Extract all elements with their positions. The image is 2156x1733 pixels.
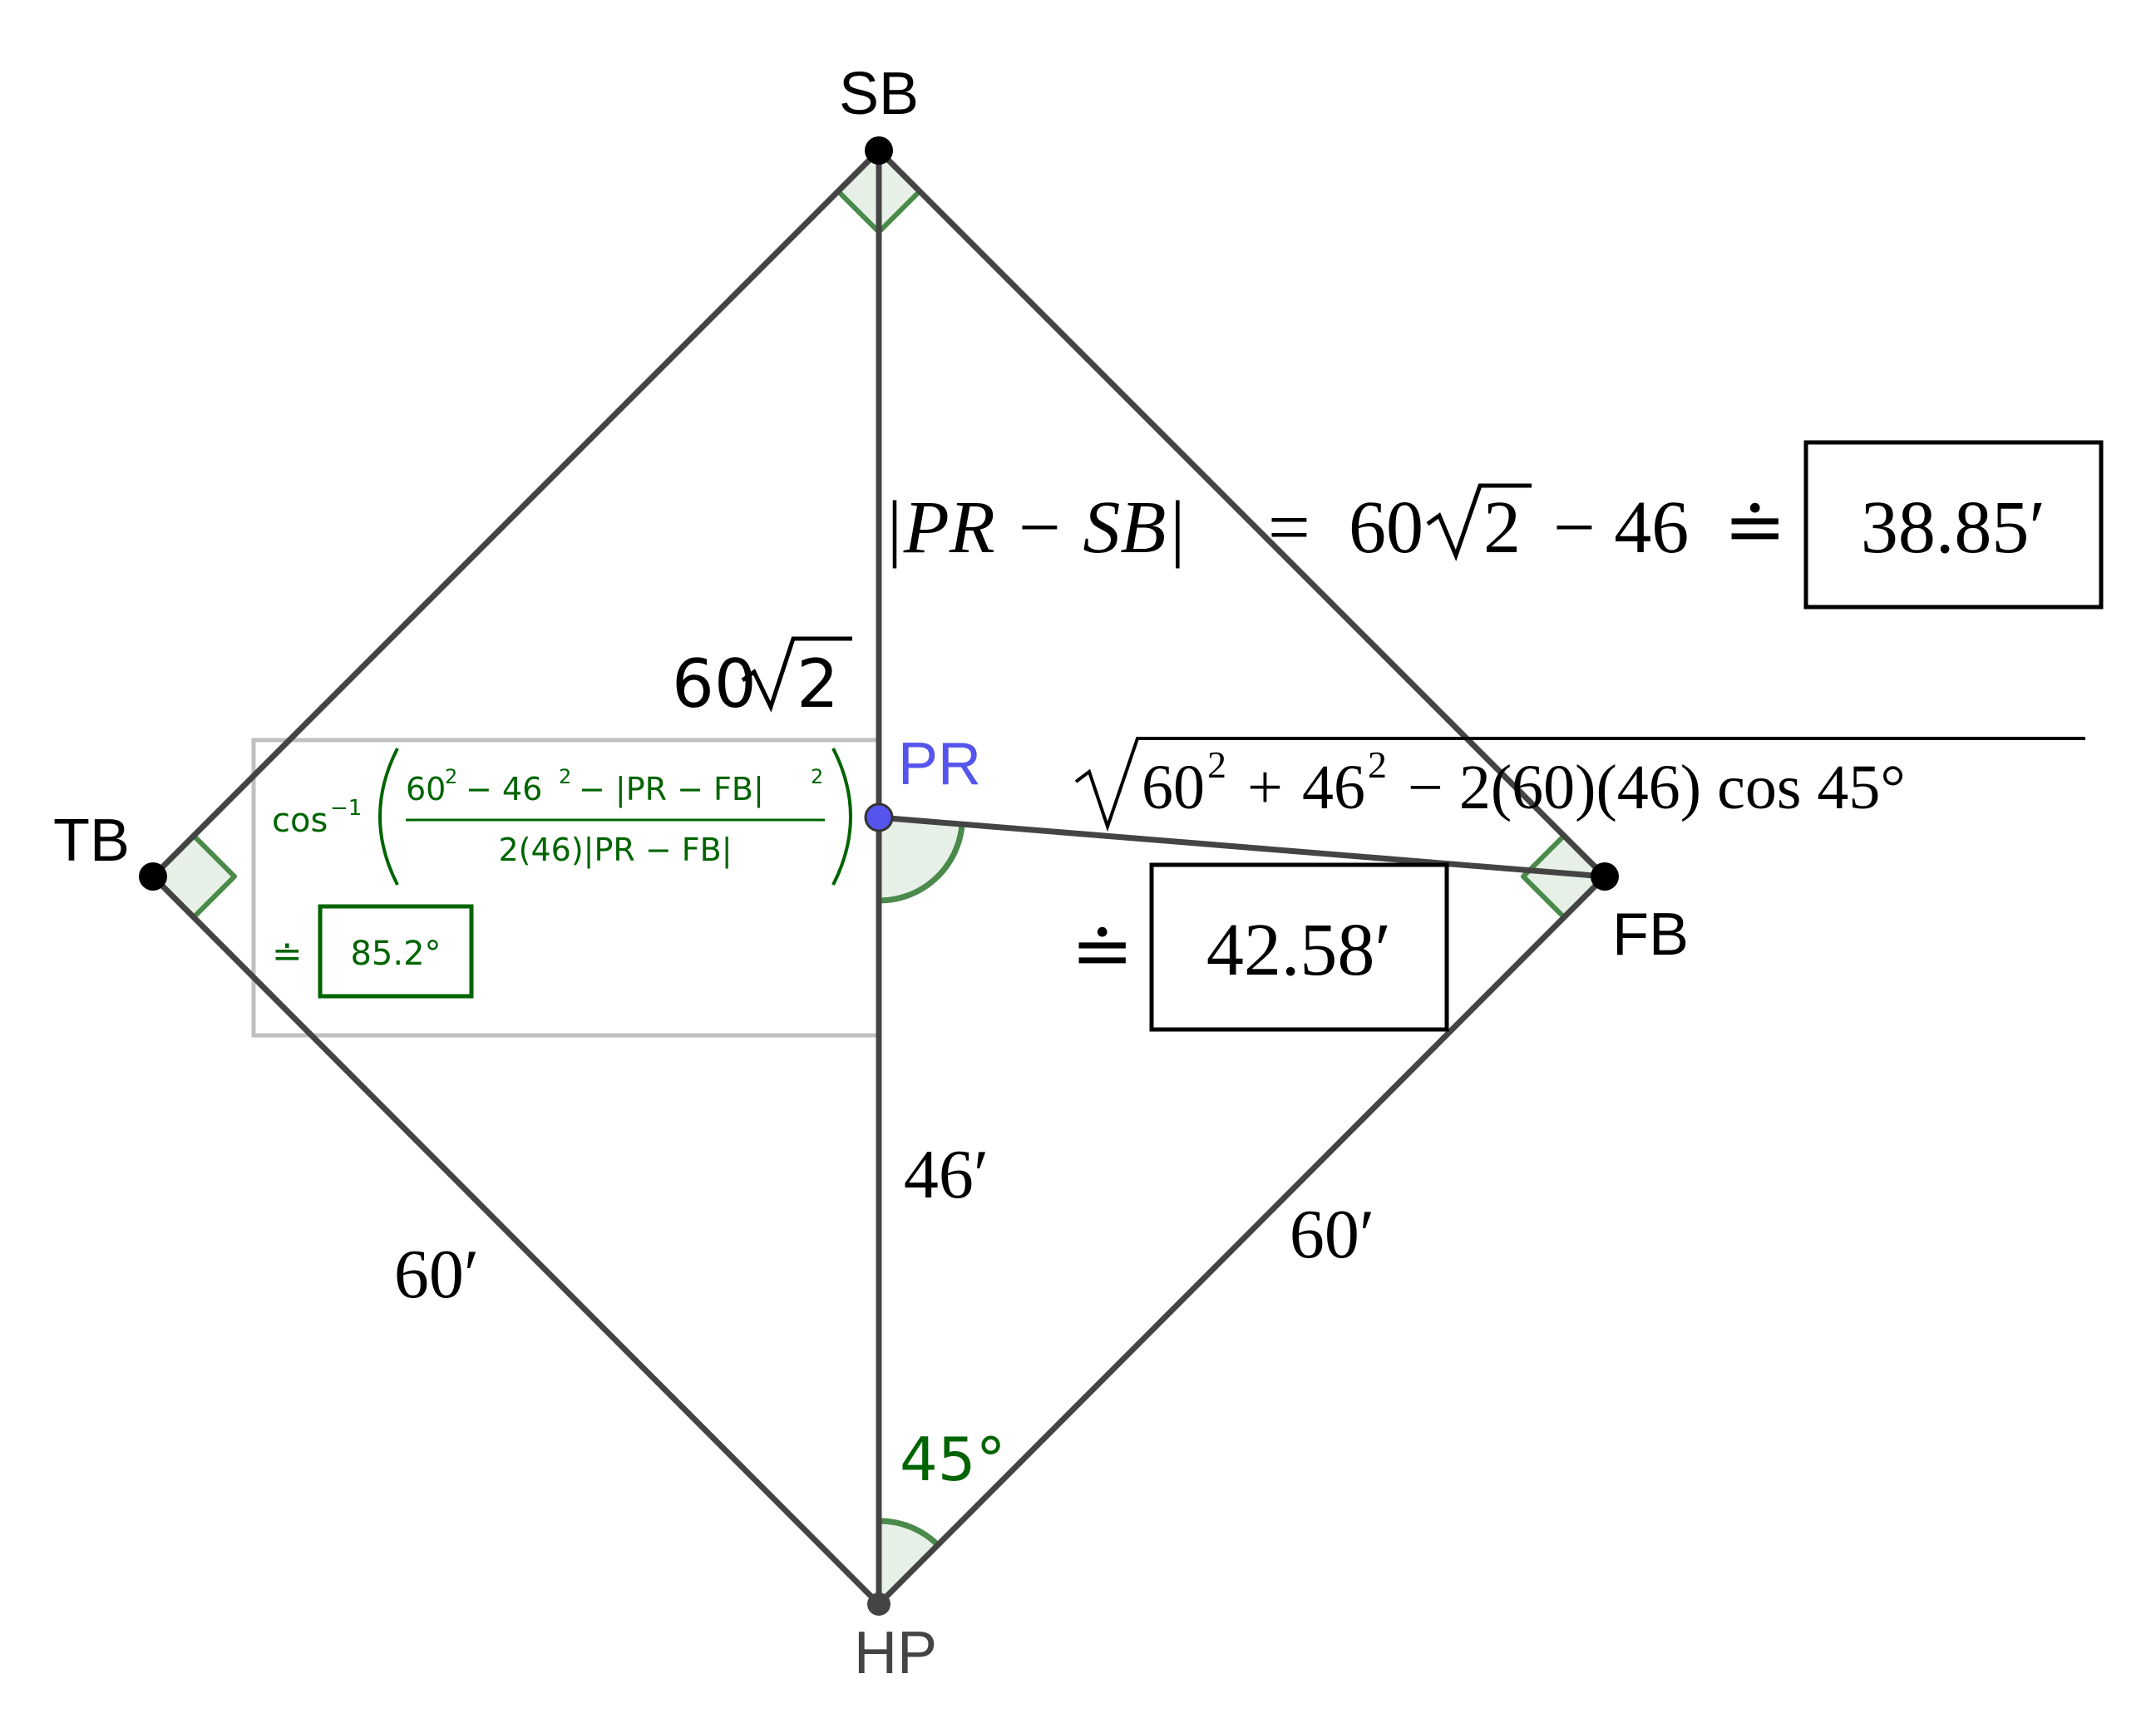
paren-right — [831, 748, 852, 886]
angle-calc-func-exp: −1 — [330, 796, 362, 821]
formula-pr-sb-coef: 60 — [1349, 486, 1423, 569]
angle-calc-num-a: 60 — [406, 771, 446, 807]
formula-pr-fb-b: 46 — [1302, 753, 1365, 822]
angle-arc-pr — [879, 817, 962, 901]
label-side-lower-right: 60′ — [1290, 1196, 1374, 1273]
formula-pr-sb-lhs: |PR − SB| — [883, 486, 1187, 569]
result-pr-sb: 38.85′ — [1861, 486, 2045, 569]
side-sb-tb — [150, 147, 882, 880]
radical-sign-long — [1074, 737, 2085, 832]
radical-sign — [741, 636, 852, 713]
side-sb-fb — [876, 147, 1608, 880]
point-sb[interactable] — [865, 136, 893, 165]
result-box-pr-sb — [1803, 440, 2104, 610]
label-hp: HP — [854, 1620, 937, 1686]
formula-pr-sb: |PR − SB| = 60 2 − 46 ≐ 38.85′ — [883, 440, 2104, 610]
formula-pr-sb-eq: = — [1268, 486, 1310, 569]
formula-pr-sb-approx: ≐ — [1724, 486, 1786, 569]
label-diagonal-coef: 60 — [672, 645, 757, 723]
point-pr[interactable] — [864, 802, 894, 832]
label-diagonal-radicand: 2 — [797, 645, 839, 723]
angle-arc-pr-stroke — [878, 824, 965, 904]
angle-calc-num-m2: − |PR − FB| — [579, 771, 764, 808]
angle-calc-num-m1: − 46 — [466, 771, 542, 807]
formula-pr-fb-plus: + — [1247, 753, 1283, 822]
result-box-pr-fb — [1149, 862, 1449, 1032]
label-tb: TB — [53, 807, 130, 874]
result-angle: 85.2° — [350, 935, 441, 973]
formula-pr-fb: 60 2 + 46 2 − 2(60)(46) cos 45° ≐ 42.58′ — [1071, 737, 2085, 1032]
label-hp-pr: 46′ — [904, 1136, 989, 1213]
angle-calc-panel — [251, 738, 881, 1038]
label-pr: PR — [898, 731, 981, 797]
formula-pr-sb-radicand: 2 — [1483, 486, 1521, 569]
formula-pr-fb-approx: ≐ — [1071, 911, 1133, 993]
formula-pr-fb-a: 60 — [1142, 753, 1205, 822]
result-box-angle — [318, 904, 474, 999]
label-side-lower-left: 60′ — [394, 1236, 479, 1313]
label-fb: FB — [1612, 901, 1689, 968]
label-sb: SB — [839, 61, 919, 127]
angle-calc-num-b-exp: 2 — [559, 765, 571, 788]
formula-pr-fb-b-exp: 2 — [1368, 743, 1387, 786]
formula-pr-sb-rest: − 46 — [1553, 486, 1689, 569]
radical-sign — [1426, 483, 1532, 562]
angle-calc-func: cos — [272, 802, 328, 840]
point-fb[interactable] — [1591, 862, 1619, 891]
label-diagonal: 60 2 — [672, 636, 852, 723]
formula-pr-fb-a-exp: 2 — [1207, 743, 1226, 786]
segment-pr-fb — [876, 814, 1608, 880]
side-tb-hp — [150, 873, 882, 1607]
angle-calc-num-a-exp: 2 — [445, 765, 457, 788]
angle-arc-hp — [879, 1520, 938, 1604]
label-angle-hp: 45° — [900, 1424, 1006, 1494]
angle-arc-hp-stroke — [878, 1518, 940, 1548]
angle-calc: cos −1 60 2 − 46 2 − |PR − FB| 2 2(46)|P… — [272, 748, 852, 999]
formula-pr-fb-rest: − 2(60)(46) cos 45° — [1408, 753, 1906, 822]
paren-left — [378, 748, 399, 886]
side-fb-hp — [876, 873, 1608, 1607]
angle-calc-den: 2(46)|PR − FB| — [498, 832, 732, 869]
result-pr-fb: 42.58′ — [1206, 909, 1391, 991]
angle-calc-approx: ≐ — [272, 933, 303, 975]
angle-calc-num-c-exp: 2 — [811, 765, 823, 788]
point-hp[interactable] — [867, 1592, 891, 1616]
point-tb[interactable] — [139, 862, 167, 891]
